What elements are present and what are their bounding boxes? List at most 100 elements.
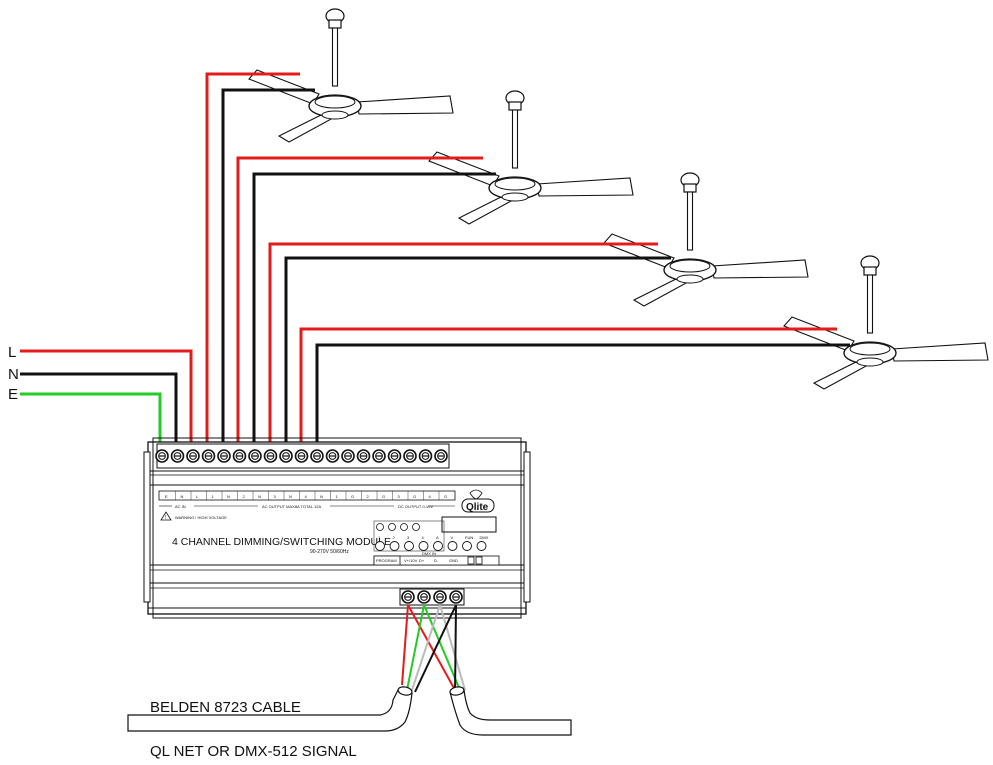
- ceiling-fan-4: [783, 255, 989, 390]
- dmx-terminal-tag: D+: [419, 558, 425, 563]
- terminal-screw-icon[interactable]: [372, 449, 386, 463]
- button-icon[interactable]: [404, 541, 414, 551]
- terminal-screw-icon[interactable]: [279, 449, 293, 463]
- rj45-port-1: [467, 556, 475, 565]
- button-label: FUN: [465, 535, 473, 540]
- button-label: V: [451, 535, 454, 540]
- terminal-screw-icon[interactable]: [186, 449, 200, 463]
- terminal-screw-icon[interactable]: [356, 449, 371, 463]
- terminal-screw-icon[interactable]: [387, 449, 402, 463]
- signal-green-wire-a: [406, 604, 425, 691]
- terminal-tag: 2: [243, 494, 246, 499]
- button-label: 3: [407, 535, 410, 540]
- module-voltage: 90-270V 50/60Hz: [310, 549, 349, 555]
- supply-label-l: L: [8, 344, 16, 361]
- output-wires: [205, 72, 850, 447]
- terminal-screw-icon[interactable]: [341, 449, 355, 463]
- supply-label-e: E: [8, 386, 18, 403]
- cable-type-label: BELDEN 8723 CABLE: [150, 699, 301, 716]
- button-icon[interactable]: [433, 541, 443, 551]
- signal-white-wire-a: [411, 604, 441, 691]
- terminal-screw-icon[interactable]: [170, 449, 185, 463]
- indicator-led: [376, 523, 384, 531]
- indicator-led: [400, 523, 408, 531]
- terminal-tag: N: [181, 494, 184, 499]
- button-icon[interactable]: [389, 541, 400, 551]
- ch4-live-wire: [299, 327, 837, 447]
- button-label: 1: [378, 535, 381, 540]
- brand-name: Qlite: [466, 502, 489, 513]
- button-icon[interactable]: [418, 541, 429, 551]
- terminal-tag: G: [413, 494, 416, 499]
- button-icon[interactable]: [476, 541, 487, 551]
- ch3-live-wire: [268, 242, 658, 447]
- indicator-led: [388, 523, 396, 531]
- terminal-tag: E: [165, 494, 168, 499]
- signal-type-label: QL NET OR DMX-512 SIGNAL: [150, 743, 357, 760]
- warning-triangle-icon: !: [160, 511, 172, 521]
- terminal-tag: G: [444, 494, 447, 499]
- terminal-tag: N: [227, 494, 230, 499]
- supply-wires: [20, 349, 193, 447]
- ceiling-fan-3: [603, 172, 809, 307]
- live-supply-wire: [20, 349, 193, 447]
- terminal-tag: G: [382, 494, 385, 499]
- button-icon[interactable]: [462, 541, 472, 551]
- neutral-supply-wire: [20, 372, 178, 447]
- terminal-tag: N: [258, 494, 261, 499]
- terminal-tag: 2: [367, 494, 370, 499]
- terminal-tag: 1: [212, 494, 215, 499]
- indicator-led: [412, 523, 420, 531]
- terminal-screw-icon[interactable]: [310, 449, 324, 463]
- terminal-tag: N: [289, 494, 292, 499]
- display-window: [441, 516, 497, 533]
- signal-black-wire-b: [454, 604, 457, 696]
- terminal-screw-icon[interactable]: [217, 449, 231, 463]
- terminal-screw-icon[interactable]: [449, 590, 463, 604]
- button-icon[interactable]: [375, 541, 385, 551]
- dc-output-label: DC OUTPUT 0-10V: [398, 504, 433, 509]
- terminal-tag: N: [320, 494, 323, 499]
- brand-logo: Qlite: [461, 489, 495, 513]
- terminal-screw-icon[interactable]: [263, 449, 278, 463]
- ch2-neutral-wire: [252, 172, 496, 447]
- terminal-tag: L: [196, 494, 199, 499]
- signal-black-wire-a: [414, 604, 457, 693]
- svg-text:!: !: [165, 515, 166, 521]
- signal-wires: [401, 604, 466, 696]
- terminal-screw-icon[interactable]: [232, 449, 247, 463]
- terminal-screw-icon[interactable]: [401, 590, 415, 604]
- button-icon[interactable]: [447, 541, 458, 551]
- terminal-tag: 3: [398, 494, 401, 499]
- rj45-port-2: [475, 556, 483, 565]
- ch3-neutral-wire: [284, 256, 671, 447]
- terminal-screw-icon[interactable]: [434, 449, 448, 463]
- terminal-screw-icon[interactable]: [248, 449, 262, 463]
- terminal-screw-icon[interactable]: [325, 449, 340, 463]
- terminal-screw-icon[interactable]: [201, 449, 216, 463]
- belden-cable: [127, 686, 572, 736]
- button-label: DMX: [480, 535, 489, 540]
- terminal-tag: G: [351, 494, 354, 499]
- terminal-screw-icon[interactable]: [433, 590, 447, 604]
- terminal-screw-icon[interactable]: [418, 449, 433, 463]
- terminal-screw-icon[interactable]: [417, 590, 431, 604]
- supply-label-n: N: [8, 366, 19, 383]
- terminal-screw-icon[interactable]: [294, 449, 309, 463]
- signal-red-wire-a: [401, 604, 409, 686]
- terminal-tag: 4: [429, 494, 432, 499]
- ch1-live-wire: [205, 72, 300, 447]
- signal-red-wire-b: [407, 604, 456, 691]
- ch4-neutral-wire: [315, 343, 850, 447]
- signal-green-wire-b: [423, 604, 461, 691]
- signal-white-wire-b: [439, 604, 466, 691]
- terminal-screw-icon[interactable]: [155, 449, 169, 463]
- ac-in-label: AC IN: [175, 504, 186, 509]
- dmx-in-label: DMX IN: [422, 551, 436, 556]
- terminal-screw-icon[interactable]: [403, 449, 417, 463]
- terminal-tag: 4: [305, 494, 308, 499]
